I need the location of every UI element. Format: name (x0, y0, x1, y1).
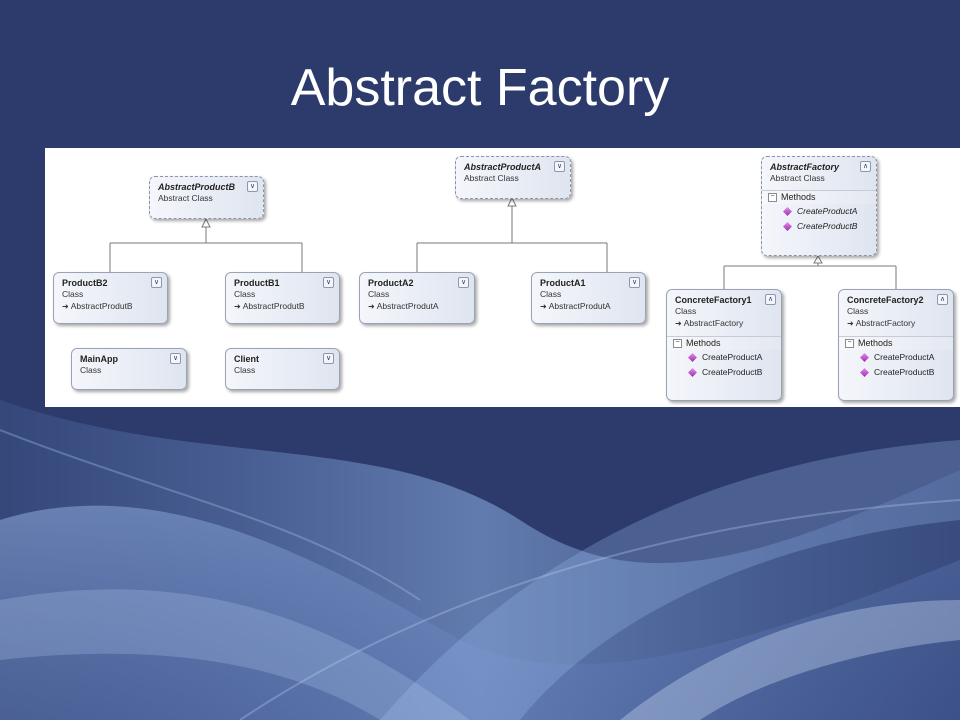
class-kind: Class (675, 306, 697, 316)
chevron-down-icon[interactable]: ∨ (554, 161, 565, 172)
methods-section-header[interactable]: −Methods (762, 190, 876, 204)
method-name: CreateProductB (702, 367, 763, 377)
chevron-up-icon[interactable]: ∧ (860, 161, 871, 172)
inheritance-arrowhead-factory (813, 254, 823, 264)
chevron-up-icon[interactable]: ∧ (765, 294, 776, 305)
methods-section-header[interactable]: −Methods (839, 336, 953, 350)
class-abstract-product-b[interactable]: AbstractProductB Abstract Class ∨ (149, 176, 264, 219)
class-name: ProductA2 (368, 278, 414, 288)
base-class: ➜AbstractProdutA (540, 301, 611, 311)
method-icon (783, 222, 792, 232)
base-class: ➜AbstractProdutB (62, 301, 133, 311)
class-name: AbstractProductA (464, 162, 542, 172)
collapse-minus-icon[interactable]: − (768, 193, 777, 203)
class-name: Client (234, 354, 260, 364)
methods-label: Methods (781, 192, 816, 202)
chevron-down-icon[interactable]: ∨ (629, 277, 640, 288)
base-class: ➜AbstractProdutB (234, 301, 305, 311)
chevron-down-icon[interactable]: ∨ (323, 353, 334, 364)
chevron-down-icon[interactable]: ∨ (458, 277, 469, 288)
inheritance-connectors (109, 196, 897, 289)
class-kind: Class (847, 306, 869, 316)
class-kind: Abstract Class (158, 193, 213, 203)
inheritance-arrow-icon: ➜ (675, 319, 682, 328)
class-name: ProductB2 (62, 278, 108, 288)
collapse-minus-icon[interactable]: − (673, 339, 682, 349)
class-kind: Class (368, 289, 390, 299)
class-name: ConcreteFactory1 (675, 295, 752, 305)
class-kind: Abstract Class (464, 173, 519, 183)
method-item[interactable]: CreateProductA (847, 350, 947, 365)
class-diagram: AbstractProductB Abstract Class ∨ Abstra… (45, 148, 960, 407)
class-name: ConcreteFactory2 (847, 295, 924, 305)
inheritance-arrowhead-b (201, 217, 211, 228)
inheritance-arrow-icon: ➜ (368, 302, 375, 311)
class-name: ProductB1 (234, 278, 280, 288)
method-icon (688, 353, 697, 363)
class-client[interactable]: Client Class ∨ (225, 348, 340, 390)
class-product-b2[interactable]: ProductB2 Class ➜AbstractProdutB ∨ (53, 272, 168, 324)
class-product-a1[interactable]: ProductA1 Class ➜AbstractProdutA ∨ (531, 272, 646, 324)
method-icon (783, 207, 792, 217)
class-name: ProductA1 (540, 278, 586, 288)
method-icon (860, 353, 869, 363)
inheritance-arrowhead-a (507, 196, 517, 207)
method-name: CreateProductB (874, 367, 935, 377)
inheritance-arrow-icon: ➜ (540, 302, 547, 311)
method-item[interactable]: CreateProductA (675, 350, 775, 365)
method-name: CreateProductA (797, 206, 858, 216)
class-kind: Class (62, 289, 84, 299)
class-name: AbstractProductB (158, 182, 236, 192)
method-item[interactable]: CreateProductB (770, 219, 870, 234)
base-class: ➜AbstractFactory (847, 318, 916, 328)
class-kind: Class (540, 289, 562, 299)
chevron-up-icon[interactable]: ∧ (937, 294, 948, 305)
class-name: MainApp (80, 354, 118, 364)
class-product-a2[interactable]: ProductA2 Class ➜AbstractProdutA ∨ (359, 272, 475, 324)
class-main-app[interactable]: MainApp Class ∨ (71, 348, 187, 390)
chevron-down-icon[interactable]: ∨ (247, 181, 258, 192)
method-name: CreateProductA (874, 352, 935, 362)
method-icon (860, 368, 869, 378)
class-concrete-factory-2[interactable]: ConcreteFactory2 Class ➜AbstractFactory … (838, 289, 954, 401)
methods-label: Methods (858, 338, 893, 348)
chevron-down-icon[interactable]: ∨ (323, 277, 334, 288)
inheritance-arrow-icon: ➜ (847, 319, 854, 328)
method-name: CreateProductB (797, 221, 858, 231)
chevron-down-icon[interactable]: ∨ (151, 277, 162, 288)
class-abstract-factory[interactable]: AbstractFactory Abstract Class ∧ −Method… (761, 156, 877, 256)
class-name: AbstractFactory (770, 162, 840, 172)
class-kind: Class (234, 365, 256, 375)
method-item[interactable]: CreateProductA (770, 204, 870, 219)
inheritance-arrow-icon: ➜ (62, 302, 69, 311)
methods-label: Methods (686, 338, 721, 348)
method-item[interactable]: CreateProductB (675, 365, 775, 380)
method-name: CreateProductA (702, 352, 763, 362)
base-class: ➜AbstractProdutA (368, 301, 439, 311)
class-kind: Class (80, 365, 102, 375)
methods-section-header[interactable]: −Methods (667, 336, 781, 350)
collapse-minus-icon[interactable]: − (845, 339, 854, 349)
class-concrete-factory-1[interactable]: ConcreteFactory1 Class ➜AbstractFactory … (666, 289, 782, 401)
chevron-down-icon[interactable]: ∨ (170, 353, 181, 364)
class-product-b1[interactable]: ProductB1 Class ➜AbstractProdutB ∨ (225, 272, 340, 324)
inheritance-arrow-icon: ➜ (234, 302, 241, 311)
class-kind: Class (234, 289, 256, 299)
method-item[interactable]: CreateProductB (847, 365, 947, 380)
class-kind: Abstract Class (770, 173, 825, 183)
slide-title: Abstract Factory (290, 59, 670, 117)
method-icon (688, 368, 697, 378)
base-class: ➜AbstractFactory (675, 318, 744, 328)
class-abstract-product-a[interactable]: AbstractProductA Abstract Class ∨ (455, 156, 571, 199)
